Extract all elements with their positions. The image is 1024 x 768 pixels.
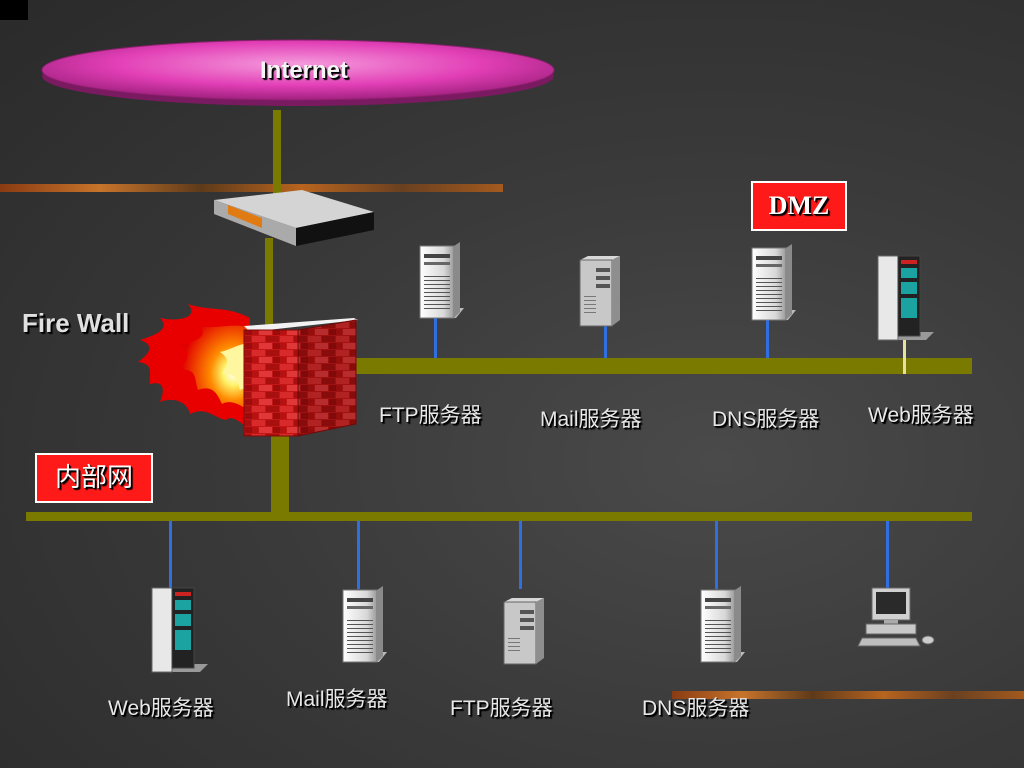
dmz-ftp-label: FTP服务器 <box>379 404 482 427</box>
link-router-firewall <box>265 238 273 334</box>
dmz-web-server-icon <box>877 255 934 341</box>
link-internet-router <box>273 110 281 206</box>
dmz-link-dns <box>766 316 769 358</box>
link-firewall-internal <box>271 430 289 516</box>
internal-zone-badge: 内部网 <box>35 453 153 503</box>
dmz-link-web <box>903 334 906 374</box>
internal-dns-server-icon <box>700 586 745 663</box>
dmz-ftp-server-icon <box>419 242 464 319</box>
firewall-label: Fire Wall <box>22 308 130 338</box>
internal-ftp-label: FTP服务器 <box>450 697 553 720</box>
internet-cloud <box>41 39 555 106</box>
workstation-icon <box>857 587 935 647</box>
internal-dns-label: DNS服务器 <box>642 697 750 720</box>
internal-link-web <box>169 521 172 589</box>
dmz-link-ftp <box>434 318 437 358</box>
dmz-web-label: Web服务器 <box>868 404 974 427</box>
internet-label: Internet <box>260 57 349 84</box>
internal-link-dns <box>715 521 718 589</box>
internal-backbone <box>26 512 972 521</box>
corner-mark <box>0 0 28 20</box>
decorative-strip-top <box>0 184 503 192</box>
internal-link-ftp <box>519 521 522 589</box>
flame-icon <box>138 304 252 432</box>
internal-ftp-server-icon <box>503 598 544 665</box>
internal-web-server-icon <box>151 587 208 673</box>
dmz-backbone <box>340 358 972 374</box>
decorative-strip-bottom <box>672 691 1024 699</box>
internal-web-label: Web服务器 <box>108 697 214 720</box>
dmz-dns-server-icon <box>751 244 796 321</box>
dmz-link-mail <box>604 318 607 358</box>
dmz-mail-server-icon <box>579 256 620 327</box>
internal-mail-label: Mail服务器 <box>286 688 388 711</box>
internal-mail-server-icon <box>342 586 387 663</box>
firewall-wall-icon <box>243 318 358 437</box>
dmz-mail-label: Mail服务器 <box>540 408 642 431</box>
internal-link-mail <box>357 521 360 589</box>
dmz-dns-label: DNS服务器 <box>712 408 820 431</box>
internal-link-workstation <box>886 521 889 589</box>
dmz-zone-badge: DMZ <box>751 181 847 231</box>
router-icon <box>214 190 374 246</box>
